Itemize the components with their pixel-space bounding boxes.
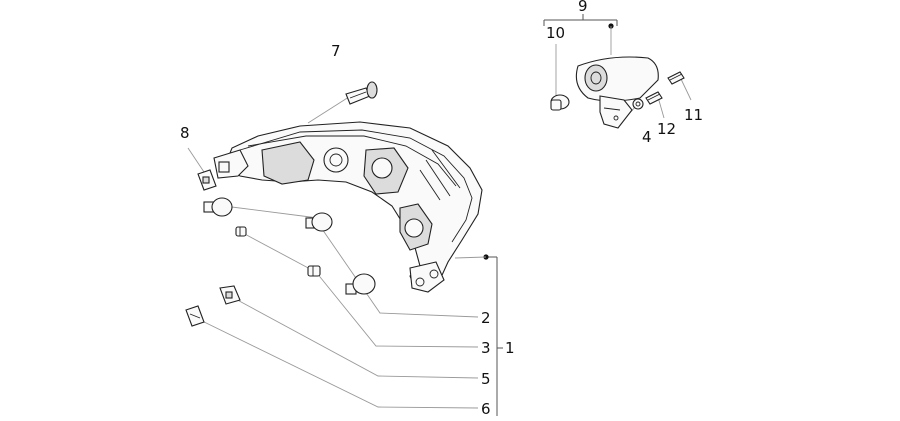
leader-2a [223, 205, 319, 219]
leader-lines [187, 44, 692, 409]
bracket-1 [454, 254, 503, 416]
nut-5 [219, 285, 241, 305]
bulb-3a [235, 226, 247, 237]
leader-7 [307, 94, 353, 124]
screw-11 [667, 71, 685, 85]
screw-7 [345, 81, 378, 105]
washer-4 [632, 98, 644, 110]
callout-12: 12 [657, 120, 676, 138]
leader-2b [319, 225, 479, 318]
leader-12 [657, 96, 665, 119]
callout-5: 5 [481, 370, 491, 388]
callout-4: 4 [642, 128, 652, 146]
leader-3b [315, 271, 479, 348]
bulb-2c [345, 273, 376, 295]
leader-11 [680, 78, 692, 101]
callout-labels: 1 2 3 4 5 6 7 8 9 10 11 12 [180, 0, 703, 418]
callout-9: 9 [578, 0, 588, 15]
callout-7: 7 [331, 42, 341, 60]
bulb-2b [305, 212, 333, 232]
bracket-9 [543, 14, 618, 55]
callout-8: 8 [180, 124, 190, 142]
screw-12 [645, 91, 663, 105]
callout-1: 1 [505, 339, 515, 357]
bulb-3b [307, 265, 321, 277]
callout-2: 2 [481, 309, 491, 327]
leader-5 [229, 295, 479, 379]
grommet-6 [185, 305, 205, 327]
tail-light-housing [213, 121, 483, 293]
leader-6 [195, 317, 479, 409]
callout-3: 3 [481, 339, 491, 357]
leader-3a [240, 231, 313, 271]
bulb-2a [203, 197, 233, 217]
clip-8 [197, 169, 217, 191]
callout-10: 10 [546, 24, 565, 42]
plate-light-9 [575, 56, 659, 129]
leader-8 [187, 147, 205, 173]
bulb-10 [550, 94, 570, 111]
callout-11: 11 [684, 106, 703, 124]
callout-6: 6 [481, 400, 491, 418]
